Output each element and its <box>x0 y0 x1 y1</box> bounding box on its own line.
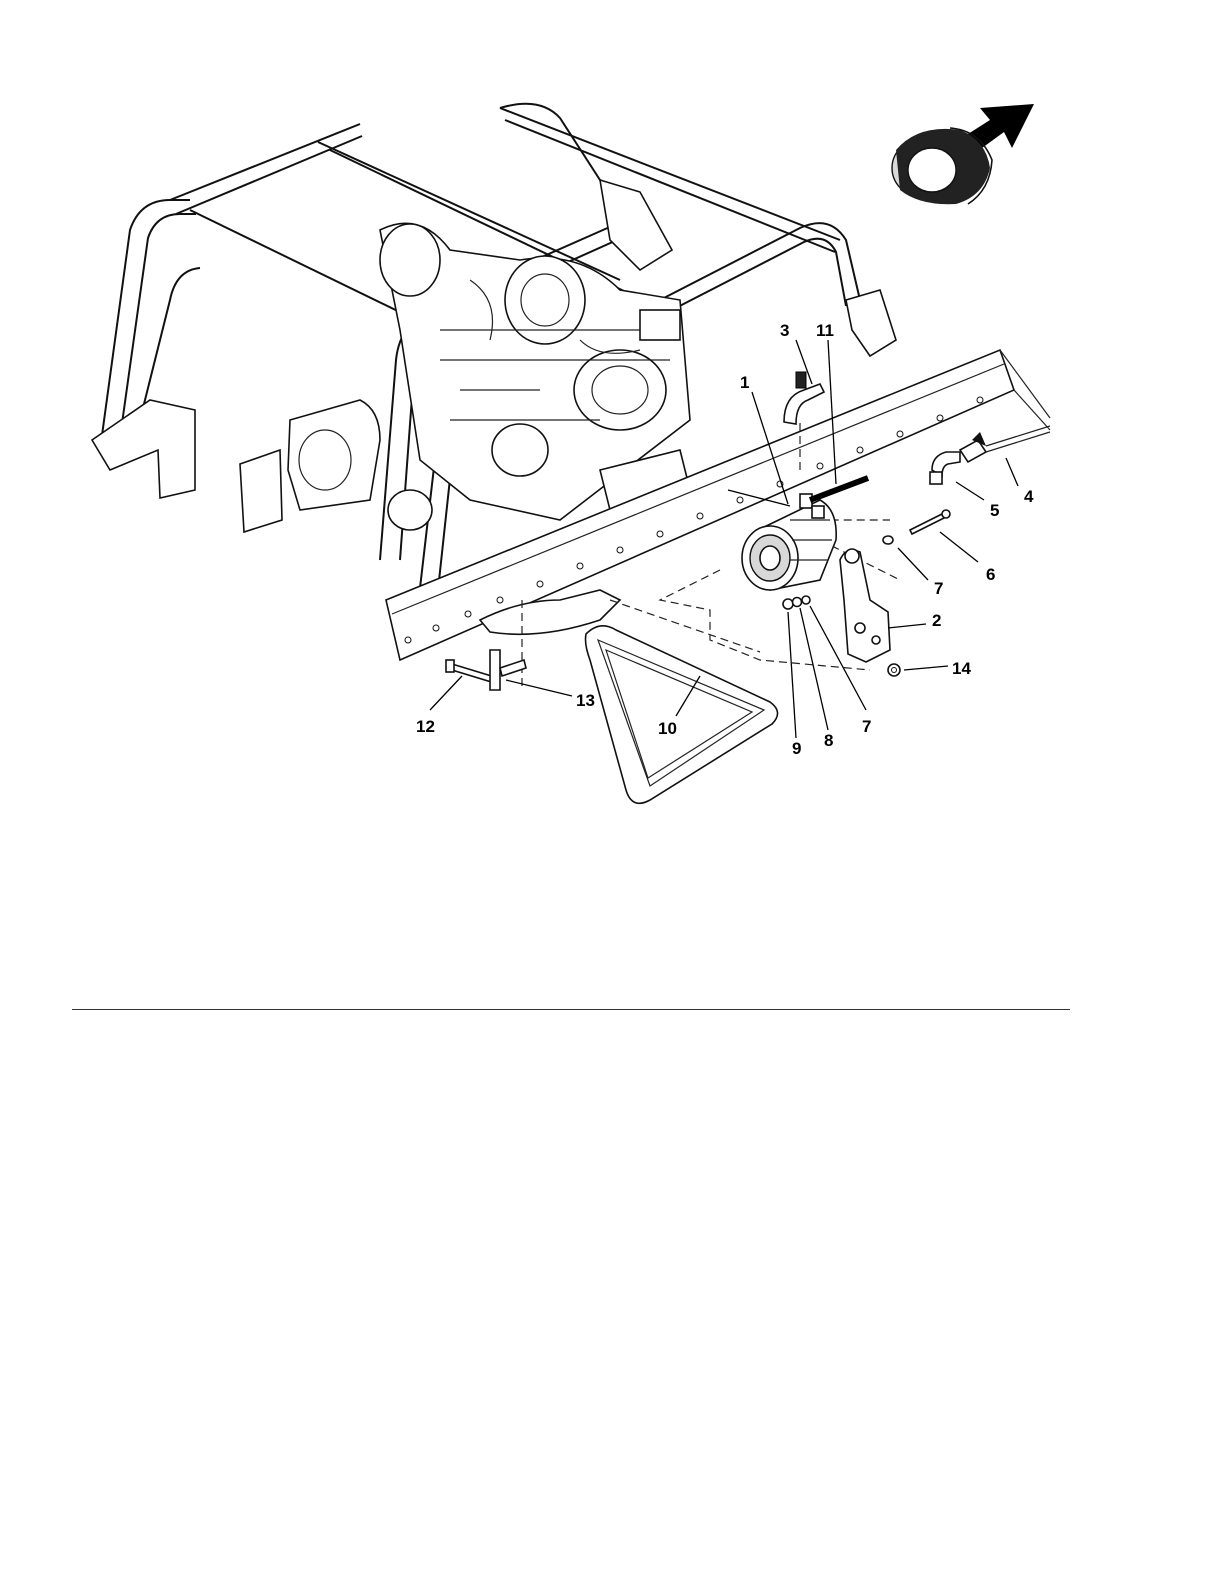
drive-belt <box>586 626 778 804</box>
callout-10: 10 <box>658 719 677 738</box>
callout-2: 2 <box>932 611 941 630</box>
elbow-fitting <box>930 452 960 484</box>
washer-7-upper <box>883 536 893 544</box>
hose-fitting <box>784 372 824 424</box>
callout-11: 11 <box>816 321 834 340</box>
callout-1: 1 <box>740 373 749 392</box>
tube-4 <box>960 426 1050 462</box>
callout-13: 13 <box>576 691 595 710</box>
orientation-arrow-icon <box>892 104 1034 204</box>
engine-assembly <box>288 223 690 530</box>
hose-11 <box>810 478 868 500</box>
callout-12: 12 <box>416 717 435 736</box>
callout-3: 3 <box>780 321 789 340</box>
callout-14: 14 <box>952 659 971 678</box>
nut-14 <box>888 664 900 676</box>
hardware-stack <box>783 596 810 609</box>
callout-6: 6 <box>986 565 995 584</box>
callout-5: 5 <box>990 501 999 520</box>
callout-7-upper: 7 <box>934 579 943 598</box>
callout-9: 9 <box>792 739 801 758</box>
mounting-bracket <box>840 549 890 662</box>
callout-7-lower: 7 <box>862 717 871 736</box>
callout-8: 8 <box>824 731 833 750</box>
callout-4: 4 <box>1024 487 1034 506</box>
page-divider <box>72 1009 1070 1010</box>
